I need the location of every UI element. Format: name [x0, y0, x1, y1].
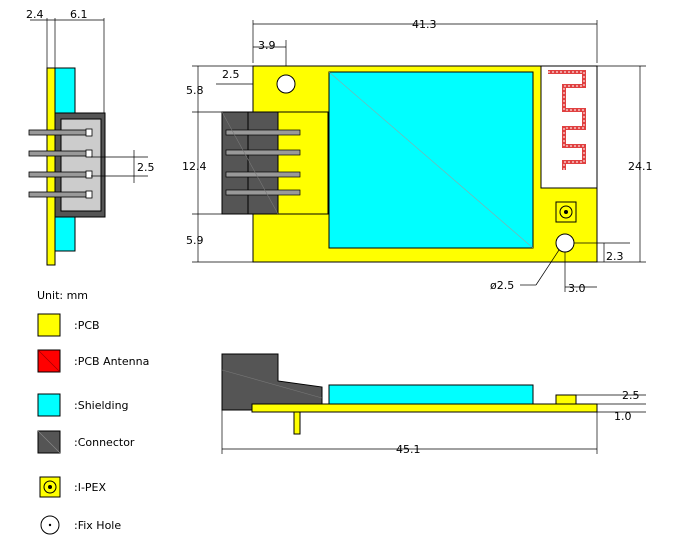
connector-body: [221, 111, 249, 215]
shielding-diagonal: [328, 71, 534, 249]
side-pcb: [46, 67, 56, 266]
pcb-swatch: [37, 313, 61, 337]
side-pins: [28, 128, 93, 199]
fix-hole-icon-center: [48, 523, 52, 527]
connector-swatch-diagonal: [37, 430, 61, 454]
top-dim-hole-br-y: 2.3: [606, 250, 624, 263]
connector-pin: [225, 149, 301, 156]
front-shielding: [328, 384, 534, 405]
ipex-icon-ring: [43, 480, 57, 494]
top-connector: [221, 111, 329, 215]
unit-label: Unit: mm: [37, 289, 88, 302]
top-fix-hole-br: [555, 233, 575, 253]
side-pin-tip: [85, 128, 93, 137]
side-pin: [28, 150, 92, 157]
side-dim-right: 6.1: [70, 8, 88, 21]
side-view: 2.4 6.1 2.5: [26, 8, 155, 266]
connector-pin: [225, 189, 301, 196]
connector-diagonal: [221, 111, 279, 215]
connector-pin: [225, 171, 301, 178]
side-pin-tip: [85, 170, 93, 179]
legend-label-antenna: :PCB Antenna: [74, 355, 149, 368]
top-dim-height: 24.1: [628, 160, 653, 173]
side-dim-left: 2.4: [26, 8, 44, 21]
top-dim-connector: 12.4: [182, 160, 207, 173]
front-dim-pcb-t: 1.0: [614, 410, 632, 423]
side-pin-tip: [85, 190, 93, 199]
top-dim-hole-x: 3.9: [258, 39, 276, 52]
side-dim-pitch: 2.5: [137, 161, 155, 174]
top-dim-bottom-edge: 5.9: [186, 234, 204, 247]
top-dim-hole-br-x: 3.0: [568, 282, 586, 295]
top-dim-hole-y: 2.5: [222, 68, 240, 81]
ipex-center: [564, 210, 568, 214]
legend-label-shielding: :Shielding: [74, 399, 129, 412]
pcb-antenna-trace-hatch: [548, 71, 585, 170]
top-dim-hole-dia: ø2.5: [490, 279, 514, 292]
top-dim-top-edge: 5.8: [186, 84, 204, 97]
front-ipex: [555, 394, 577, 405]
dia-leader: [535, 249, 560, 286]
front-connector-diagonal: [221, 369, 323, 399]
top-fix-hole: [276, 74, 296, 94]
legend-label-connector: :Connector: [74, 436, 135, 449]
side-pin: [28, 129, 92, 136]
legend: Unit: mm :PCB :PCB Antenna :Shielding :C…: [37, 289, 149, 535]
legend-label-ipex: :I-PEX: [74, 481, 107, 494]
top-dim-width: 41.3: [412, 18, 437, 31]
front-pin: [293, 411, 301, 435]
front-connector: [221, 353, 323, 411]
ipex-ring: [559, 205, 573, 219]
side-pin: [28, 191, 92, 198]
front-dim-length: 45.1: [396, 443, 421, 456]
shielding-swatch: [37, 393, 61, 417]
side-pin-tip: [85, 149, 93, 158]
antenna-swatch-diagonal: [37, 349, 61, 373]
side-pin: [28, 171, 92, 178]
front-dim-ipex-h: 2.5: [622, 389, 640, 402]
legend-label-fix-hole: :Fix Hole: [74, 519, 121, 532]
connector-body-2: [247, 111, 279, 215]
front-view: 45.1 2.5 1.0: [221, 353, 646, 456]
ipex-icon-center: [48, 485, 52, 489]
connector-pin: [225, 129, 301, 136]
front-pcb: [251, 403, 598, 413]
legend-label-pcb: :PCB: [74, 319, 100, 332]
top-view: 41.3 3.9 2.5 5.8 12.4 5.9: [182, 18, 653, 295]
